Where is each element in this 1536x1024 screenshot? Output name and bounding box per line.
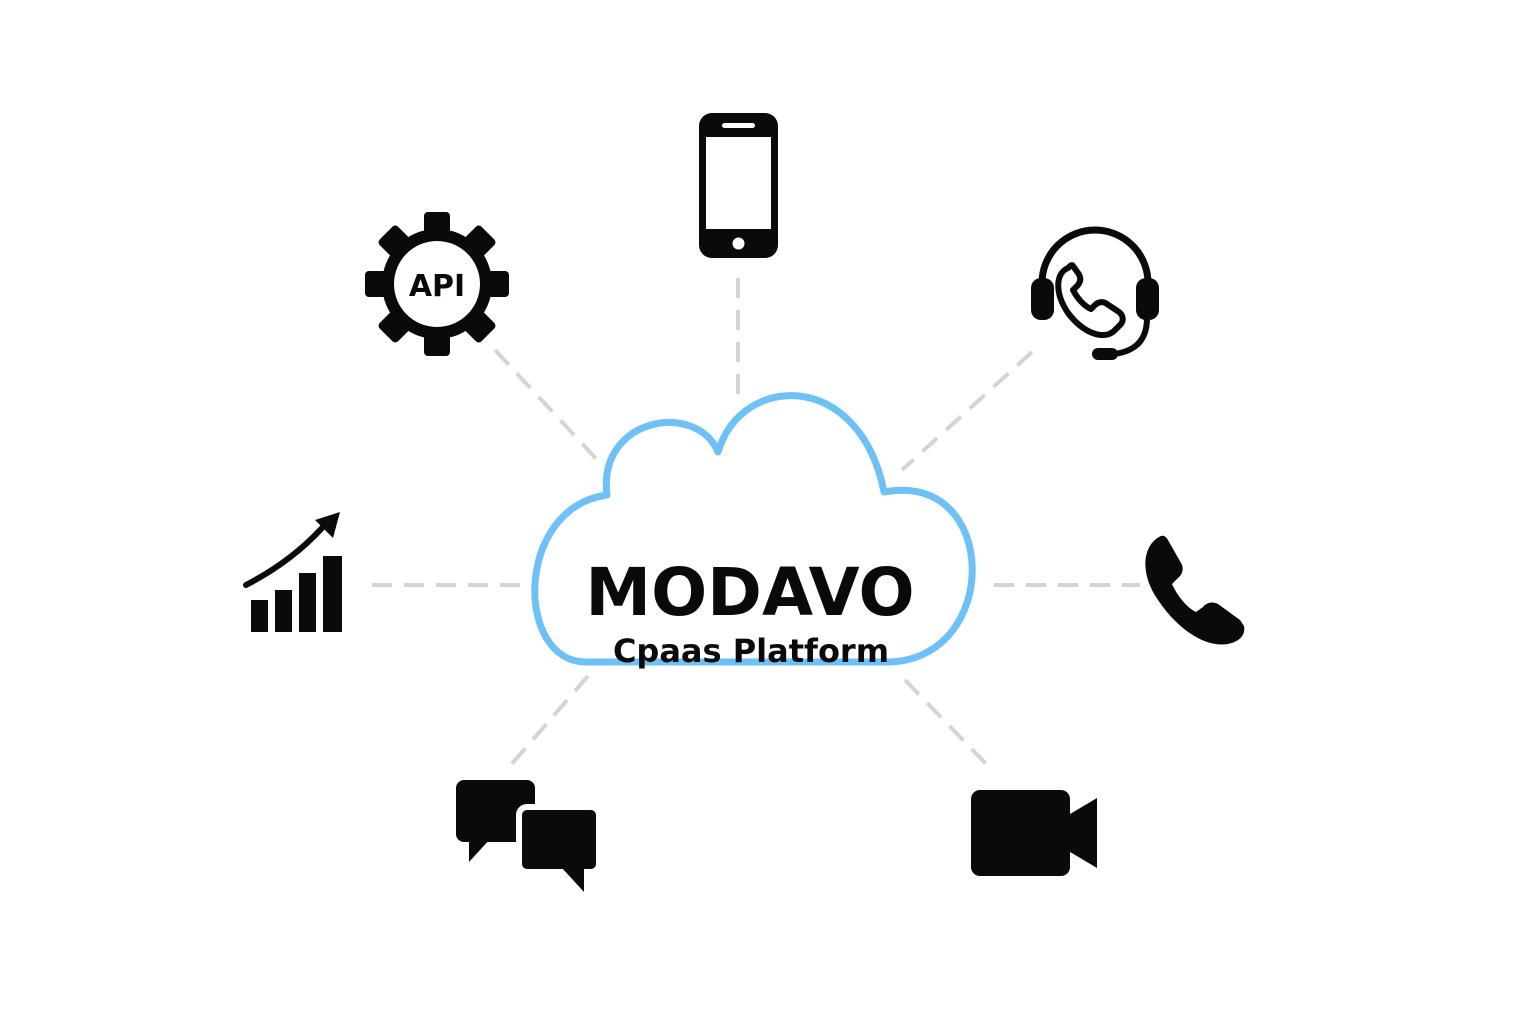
platform-subtitle: Cpaas Platform <box>613 632 889 670</box>
growth-chart-icon <box>243 512 342 632</box>
video-camera-icon <box>971 790 1097 876</box>
phone-call-icon <box>1145 535 1245 645</box>
connector-headset <box>900 350 1034 472</box>
connectors <box>372 278 1140 770</box>
chat-bubbles-icon <box>456 780 602 892</box>
platform-cloud: MODAVO Cpaas Platform <box>531 392 976 670</box>
connector-chat <box>508 674 590 768</box>
api-label: API <box>409 269 465 304</box>
api-gear-icon: API <box>365 212 509 356</box>
connector-api <box>493 348 604 467</box>
headset-support-icon <box>1031 226 1159 360</box>
cloud-outline <box>531 392 976 666</box>
platform-name: MODAVO <box>585 554 914 631</box>
connector-video <box>903 678 992 770</box>
mobile-phone-icon <box>699 113 778 258</box>
